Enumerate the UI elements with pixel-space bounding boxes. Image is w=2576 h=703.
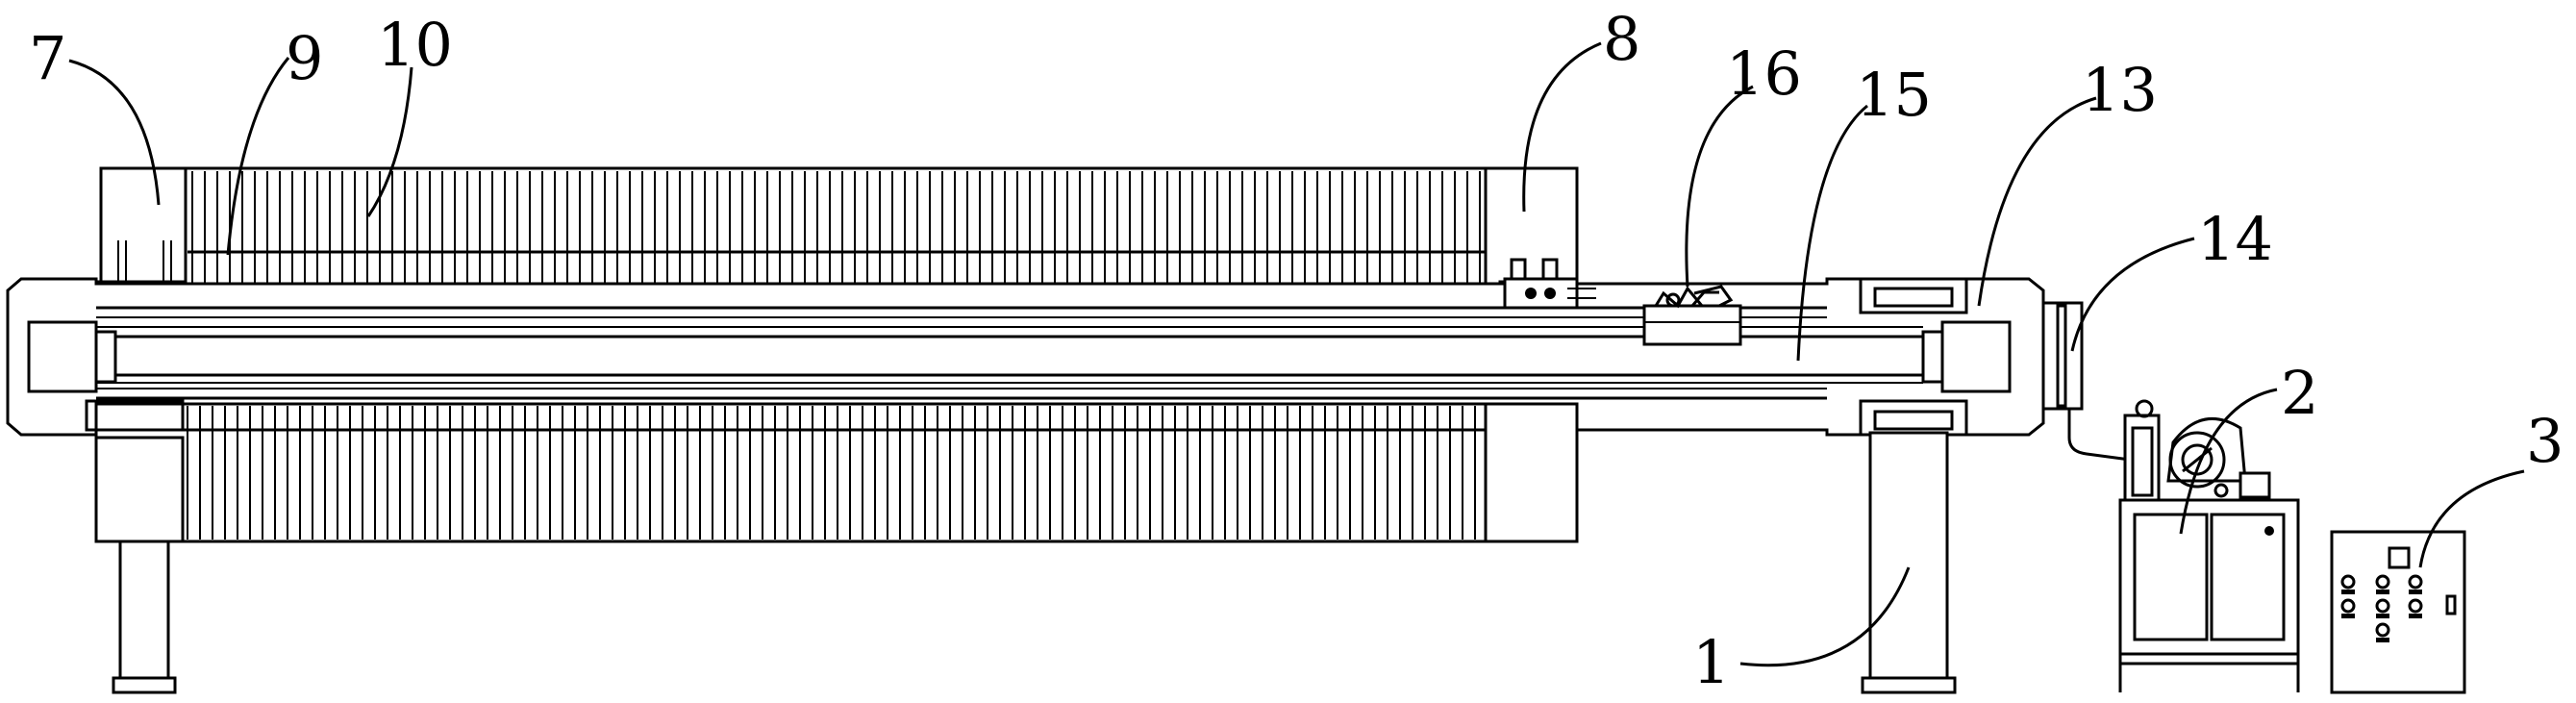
label-10: 10	[377, 10, 453, 80]
leader-13	[1977, 96, 2097, 307]
label-14: 14	[2197, 204, 2273, 274]
hydraulic-station-2	[2067, 399, 2300, 692]
label-8: 8	[1603, 4, 1640, 74]
callout-labels: 7 9 10 8 16 15 13 14 2 3 1	[29, 4, 2563, 697]
cabinet-button	[2408, 598, 2423, 614]
label-15: 15	[1856, 60, 1932, 130]
label-9: 9	[286, 23, 323, 93]
cabinet-button	[2340, 574, 2356, 590]
leader-14	[2070, 237, 2195, 352]
leader-8	[1522, 41, 1602, 213]
cabinet-button	[2375, 598, 2390, 614]
label-3: 3	[2526, 406, 2563, 476]
plate-shifter-16	[1642, 285, 1742, 346]
cabinet-buttons	[2340, 574, 2457, 642]
side-beam	[6, 277, 2045, 437]
leader-15	[1796, 104, 1868, 362]
label-13: 13	[2082, 55, 2158, 125]
label-1: 1	[1692, 627, 1730, 697]
leader-7	[68, 59, 161, 206]
cabinet-button-plate	[2341, 590, 2355, 594]
leader-9	[226, 57, 290, 256]
leader-16	[1685, 85, 1754, 288]
cabinet-button	[2340, 598, 2356, 614]
leader-3	[2418, 469, 2525, 568]
pull-plate-clamp	[1503, 258, 1596, 310]
lower-filter-plates	[187, 406, 1476, 540]
label-2: 2	[2281, 358, 2318, 428]
cabinet-button-plate	[2376, 638, 2389, 642]
cabinet-button-plate	[2376, 590, 2389, 594]
cabinet-button-plate	[2409, 590, 2422, 594]
cabinet-indicator	[2445, 594, 2457, 615]
cabinet-button	[2375, 574, 2390, 590]
leader-2	[2179, 388, 2278, 535]
label-7: 7	[29, 23, 66, 93]
right-support-leg-1	[1861, 431, 1957, 694]
cabinet-button	[2408, 574, 2423, 590]
cabinet-button-plate	[2409, 614, 2422, 618]
leader-1	[1739, 566, 1911, 667]
cabinet-button-plate	[2341, 614, 2355, 618]
leader-lines	[68, 41, 2525, 667]
label-16: 16	[1726, 38, 1802, 109]
control-cabinet-3	[2330, 530, 2466, 694]
left-support-leg	[112, 540, 177, 694]
cabinet-button	[2375, 622, 2390, 638]
hydraulic-cylinder-14	[2041, 301, 2084, 411]
cabinet-button-plate	[2376, 614, 2389, 618]
lower-plate-pack	[94, 402, 1579, 543]
leader-10	[366, 66, 413, 217]
